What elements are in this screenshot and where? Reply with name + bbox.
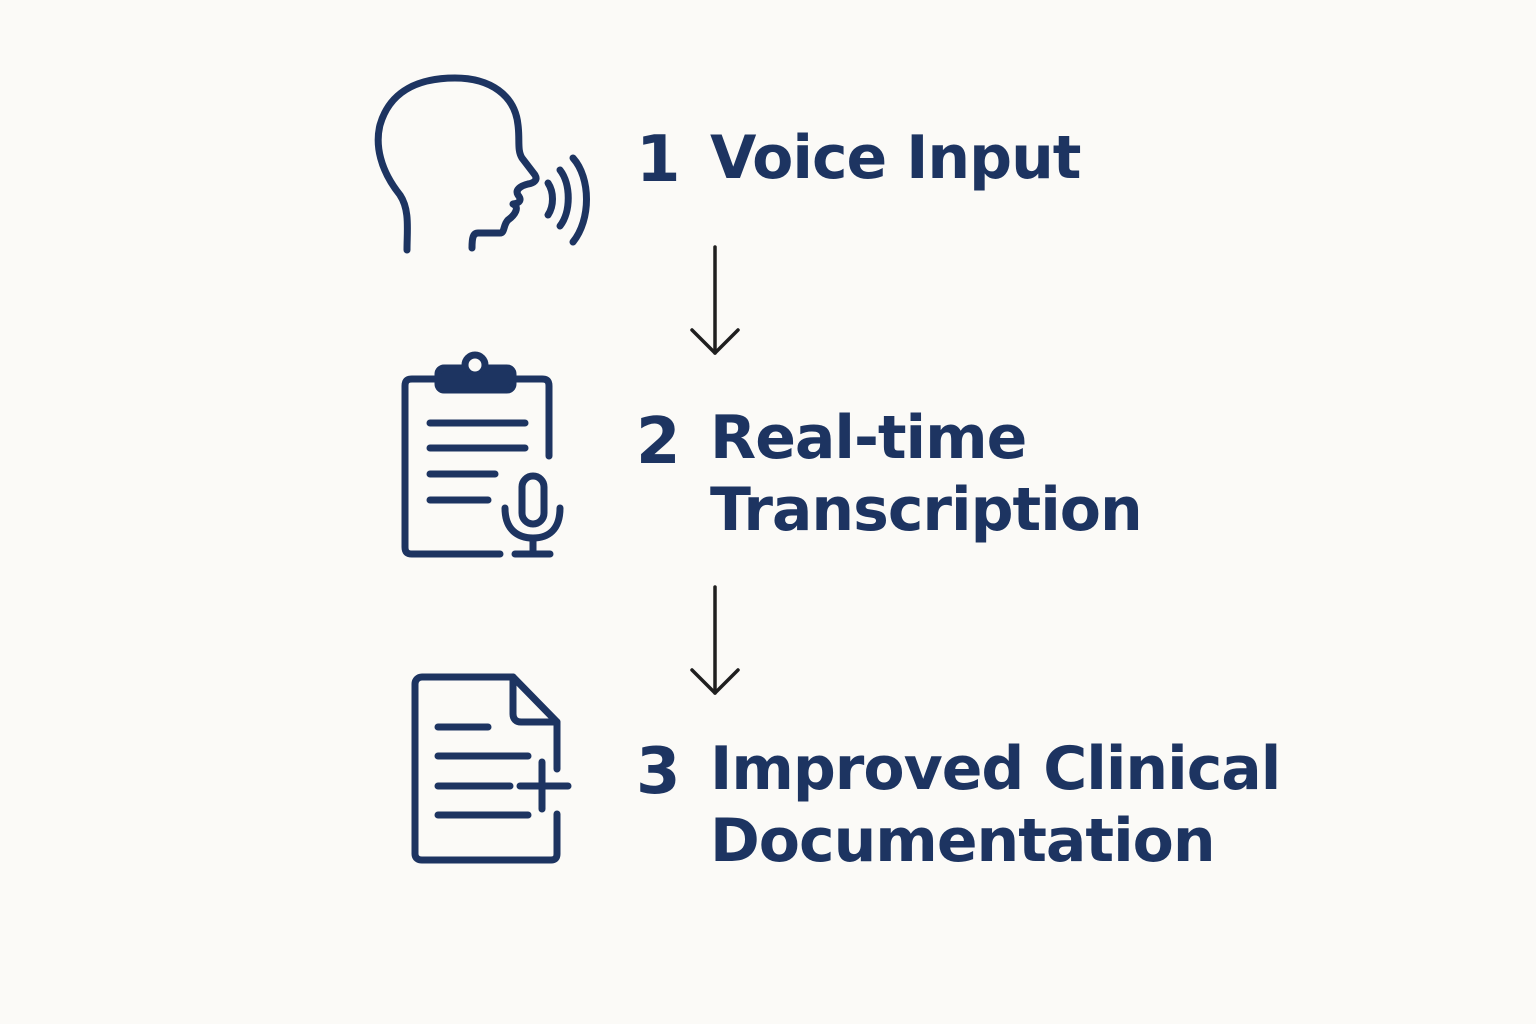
clipboard-microphone-icon xyxy=(400,348,570,563)
step-label-line: Documentation xyxy=(710,806,1216,876)
down-arrow-icon xyxy=(685,245,745,360)
step-label: Voice Input xyxy=(710,122,1081,194)
step-number: 2 xyxy=(636,405,681,479)
document-plus-icon xyxy=(410,672,580,867)
step-label-line: Transcription xyxy=(710,475,1143,545)
step-label: Real-time Transcription xyxy=(710,402,1143,546)
step-label: Improved Clinical Documentation xyxy=(710,733,1281,877)
step-label-line: Improved Clinical xyxy=(710,734,1281,804)
speaking-head-icon xyxy=(370,70,610,260)
down-arrow-icon xyxy=(685,585,745,700)
step-number: 1 xyxy=(636,123,681,197)
step-label-line: Voice Input xyxy=(710,123,1081,193)
step-label-line: Real-time xyxy=(710,403,1027,473)
step-number: 3 xyxy=(636,735,681,809)
